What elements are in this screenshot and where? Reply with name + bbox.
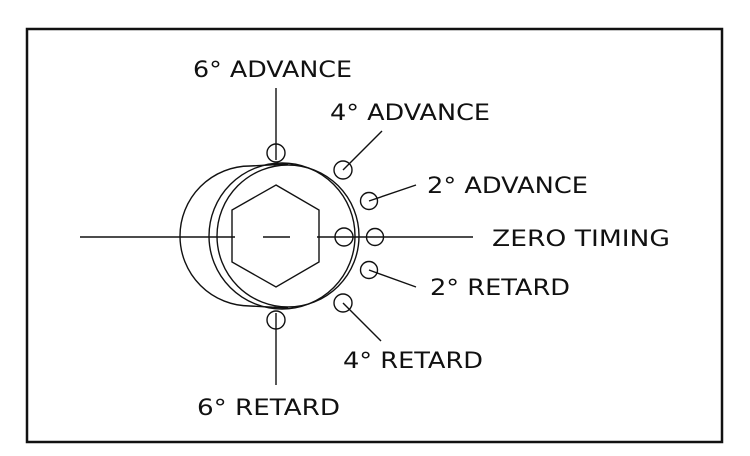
crescent-bottom-edge [249,305,289,309]
label-4-retard: 4° RETARD [343,349,483,374]
label-zero-timing: ZERO TIMING [492,227,670,252]
hole-4-retard [333,293,353,313]
label-2-advance: 2° ADVANCE [427,174,588,199]
hole-2-retard [359,260,379,280]
label-2-retard: 2° RETARD [430,276,570,301]
label-6-retard: 6° RETARD [197,396,340,421]
hole-4-advance [333,160,353,180]
outer-crescent [179,165,251,307]
cam-assembly [179,162,360,310]
hole-zero-inner [334,227,354,247]
crescent-top-edge [249,163,289,167]
leader-lines [275,88,417,385]
hole-2-advance [359,191,379,211]
timing-holes [266,143,385,330]
label-4-advance: 4° ADVANCE [330,101,490,126]
frame-border [25,27,724,444]
hex-head [231,184,320,288]
inner-circle [216,164,360,308]
hole-zero-timing [365,227,385,247]
label-6-advance: 6° ADVANCE [193,58,352,83]
outer-circle [208,162,356,310]
